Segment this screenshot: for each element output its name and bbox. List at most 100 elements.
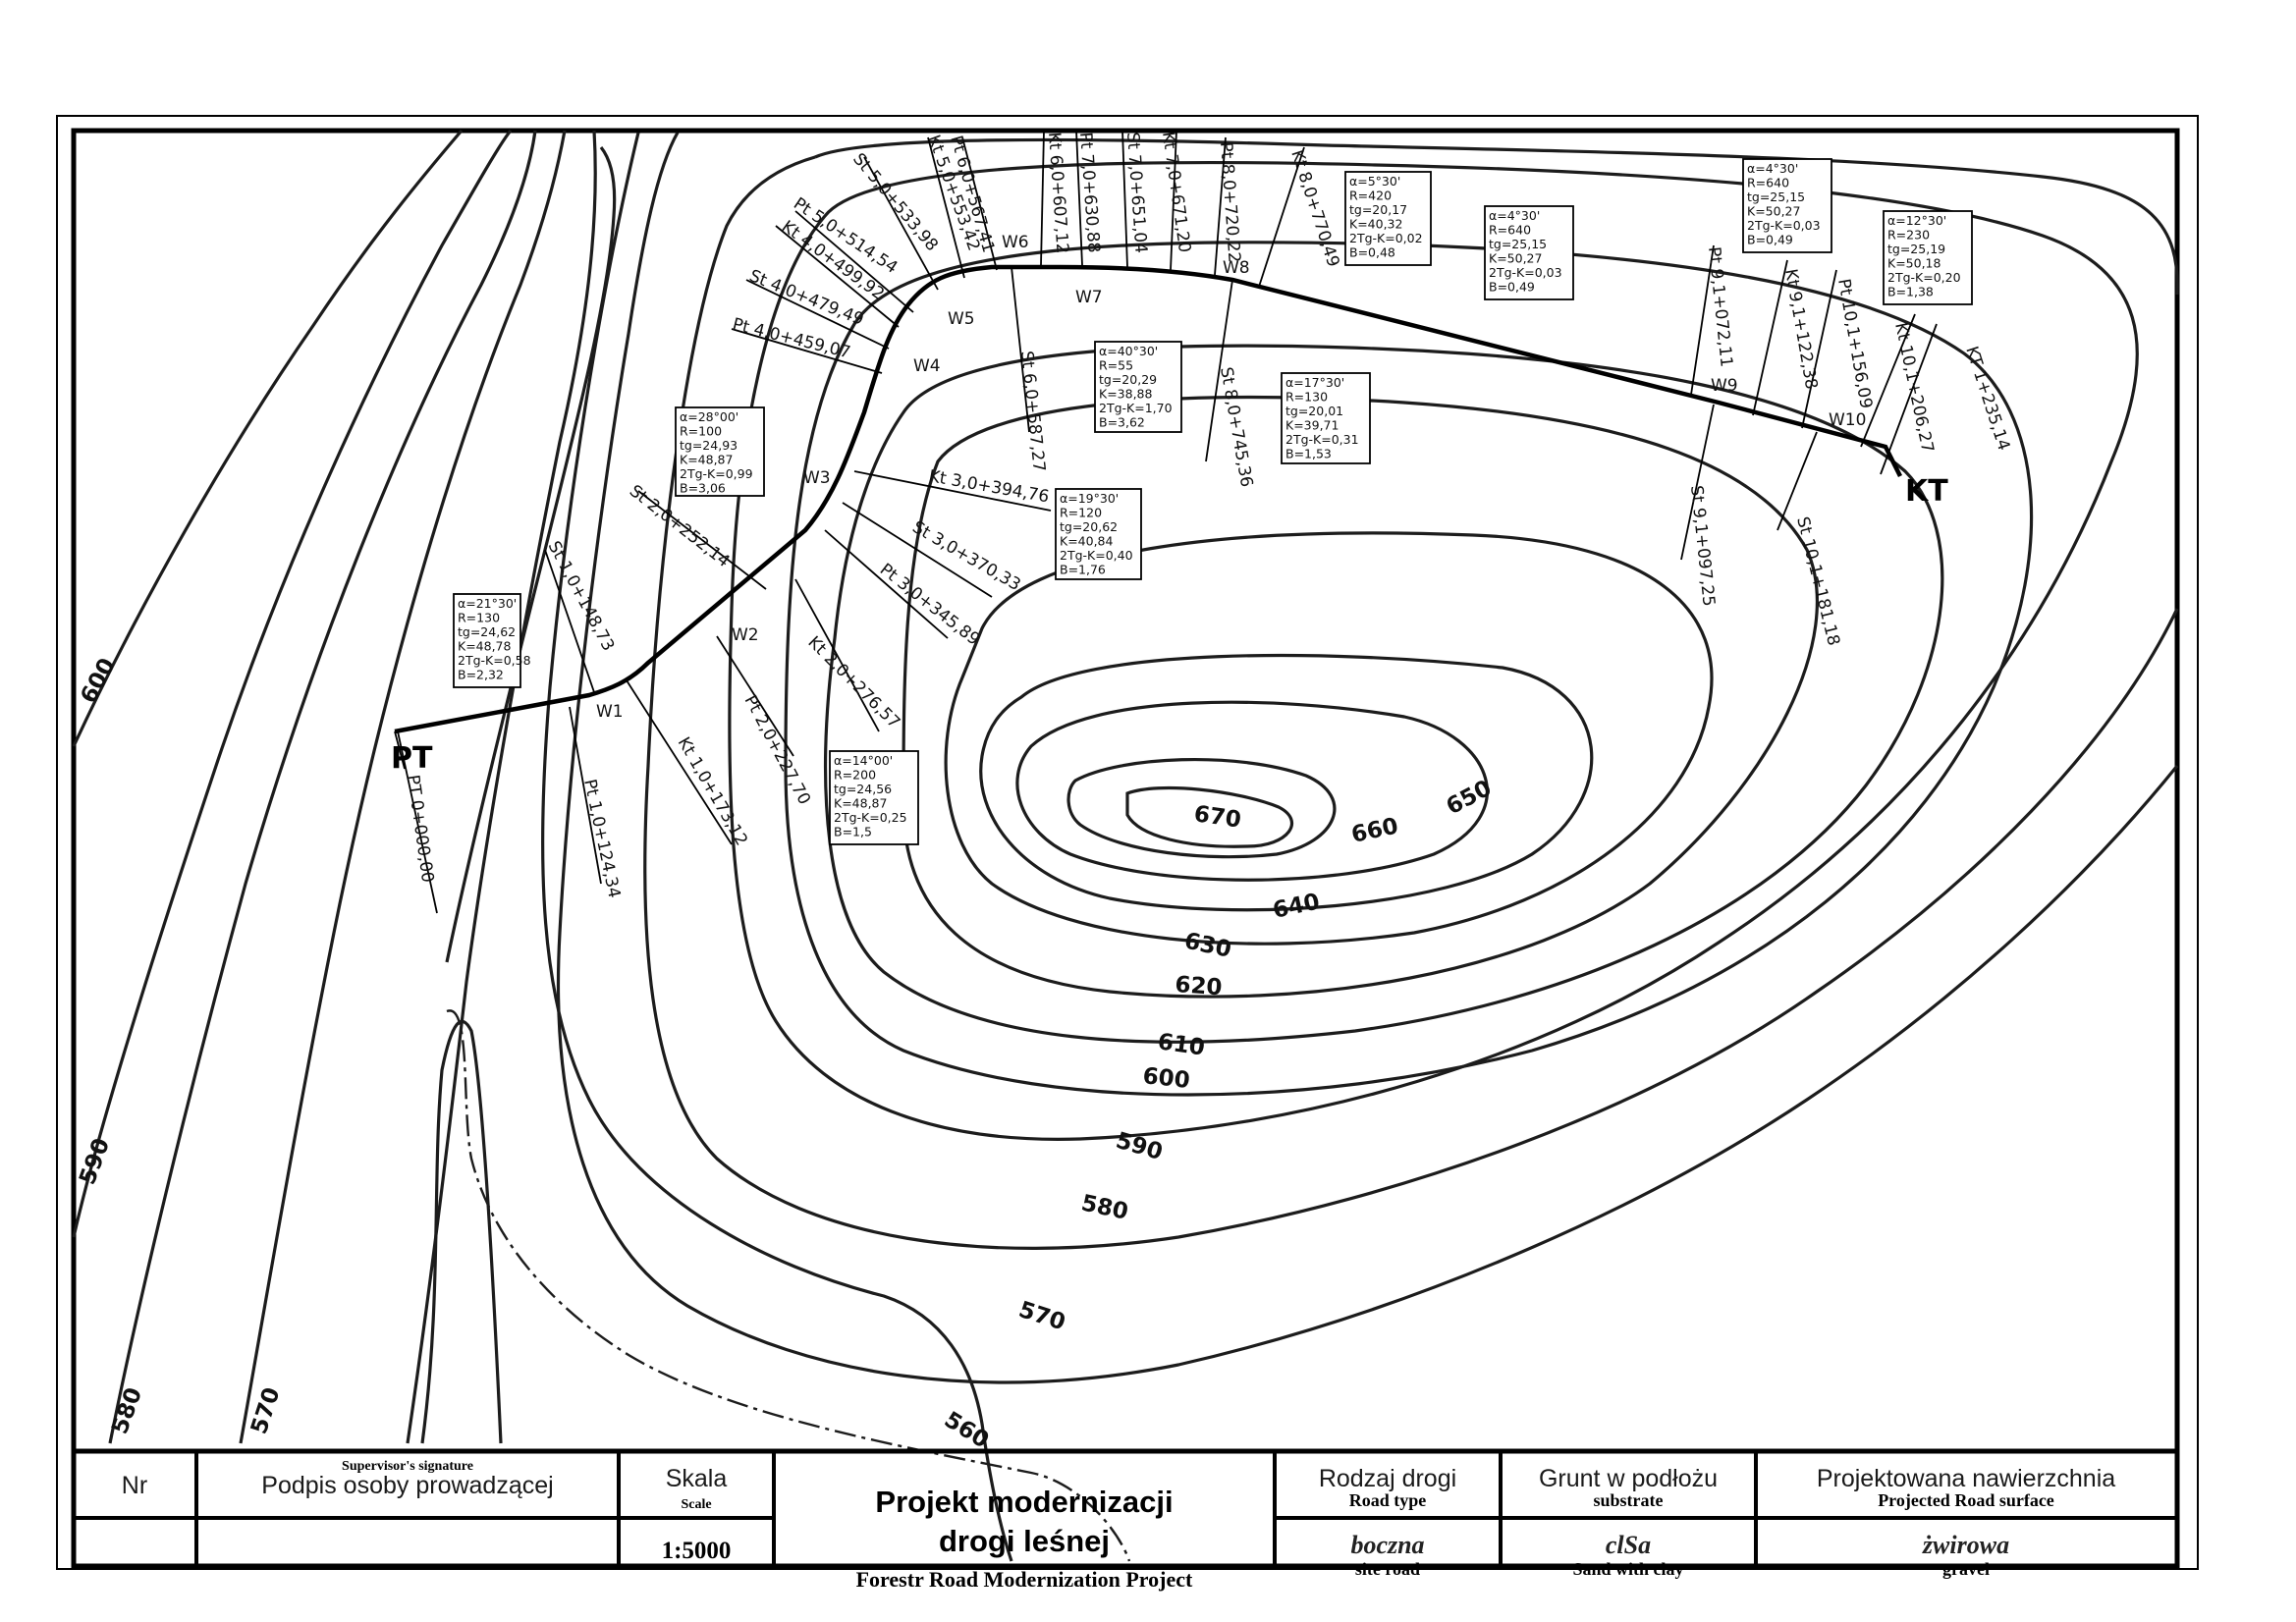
- scale-header: Skala: [666, 1465, 728, 1492]
- contour-580: [643, 137, 2179, 1251]
- contour-640: [979, 653, 1594, 912]
- curve-box-frame: [1094, 341, 1182, 433]
- curve-box-line: 2Tg-K=0,25: [834, 810, 907, 825]
- curve-box-line: 2Tg-K=0,03: [1747, 218, 1821, 233]
- curve-box-line: B=2,32: [458, 668, 504, 682]
- curve-box: α=14°00'R=200tg=24,56K=48,872Tg-K=0,25B=…: [829, 750, 919, 845]
- road-type-value: boczna: [1350, 1531, 1424, 1559]
- signature-sup: Supervisor's signature: [342, 1459, 473, 1474]
- valley-line-2: [420, 1019, 503, 1444]
- road-type-sub: Road type: [1349, 1490, 1427, 1510]
- curve-box-line: R=130: [1285, 390, 1328, 405]
- substrate-sub: substrate: [1594, 1490, 1664, 1510]
- vertex-label: W3: [803, 468, 831, 488]
- curve-box-line: K=50,27: [1747, 204, 1800, 219]
- curve-box-line: K=40,84: [1060, 534, 1114, 549]
- scale-sub: Scale: [681, 1497, 711, 1512]
- contour-label: 580: [107, 1384, 147, 1437]
- curve-box-line: R=230: [1887, 228, 1930, 243]
- inner-frame: [71, 128, 2180, 1569]
- curve-box: α=4°30'R=640tg=25,15K=50,272Tg-K=0,03B=0…: [1484, 205, 1574, 300]
- vertex-label: W4: [913, 356, 941, 376]
- curve-box-frame: [829, 750, 919, 845]
- curve-box-line: K=50,18: [1887, 256, 1941, 271]
- curve-parameter-boxes: α=21°30'R=130tg=24,62K=48,782Tg-K=0,58B=…: [453, 158, 1973, 845]
- vertex-label: W1: [596, 702, 624, 722]
- station-label: Pt 1,0+124,34: [579, 778, 624, 900]
- contour-label: 620: [1175, 972, 1224, 1000]
- curve-box-line: K=50,27: [1489, 251, 1542, 266]
- station-label: Kt 6,0+607,12: [1044, 132, 1072, 254]
- contour-580-left: [108, 130, 537, 1444]
- curve-box-line: R=100: [680, 424, 722, 439]
- curve-box-line: K=48,78: [458, 639, 512, 654]
- contour-590: [728, 160, 2139, 1141]
- station-label: Kt 1,0+173,12: [674, 734, 751, 849]
- curve-box: α=5°30'R=420tg=20,17K=40,322Tg-K=0,02B=0…: [1344, 171, 1432, 266]
- vertex-label: W10: [1829, 410, 1866, 430]
- curve-box-frame: [675, 406, 765, 497]
- station-label: Pt 9,1+072,11: [1704, 245, 1736, 368]
- curve-box-frame: [1281, 372, 1371, 464]
- valley-line-1: [406, 130, 597, 1444]
- contour-label: 660: [1349, 813, 1400, 847]
- vertex-labels: W1 W2 W3 W4 W5 W6 W7 W8 W9 W10: [596, 233, 1866, 722]
- curve-box-line: R=420: [1349, 189, 1392, 203]
- contour-660: [1066, 757, 1337, 859]
- curve-box-line: α=4°30': [1489, 208, 1540, 223]
- curve-box-frame: [1742, 158, 1832, 253]
- curve-box-line: 2Tg-K=0,02: [1349, 231, 1423, 245]
- station-label: Pt 10,1+156,09: [1833, 277, 1876, 409]
- contour-label: 610: [1156, 1029, 1206, 1060]
- curve-box-line: B=0,49: [1747, 233, 1793, 247]
- curve-box-line: K=40,32: [1349, 217, 1402, 232]
- curve-box-line: α=14°00': [834, 753, 893, 768]
- station-label: KT 1+235,14: [1961, 344, 2013, 453]
- curve-box-line: 2Tg-K=0,40: [1060, 548, 1133, 563]
- curve-box-line: K=48,87: [834, 796, 887, 811]
- vertex-label: W8: [1223, 258, 1250, 278]
- curve-box-line: α=19°30': [1060, 491, 1119, 506]
- curve-box-line: B=1,38: [1887, 285, 1934, 299]
- contour-570: [556, 132, 2179, 1384]
- contour-label: 640: [1271, 889, 1322, 923]
- station-label: Pt 3,0+345,89: [876, 560, 983, 650]
- curve-box: α=28°00'R=100tg=24,93K=48,872Tg-K=0,99B=…: [675, 406, 765, 497]
- curve-box: α=40°30'R=55tg=20,29K=38,882Tg-K=1,70B=3…: [1094, 341, 1182, 433]
- curve-box-line: 2Tg-K=0,20: [1887, 270, 1961, 285]
- station-label: St 9,1+097,25: [1686, 484, 1719, 607]
- curve-box-line: tg=20,62: [1060, 519, 1118, 534]
- curve-box-line: tg=20,29: [1099, 372, 1157, 387]
- curve-box-line: tg=20,17: [1349, 202, 1407, 217]
- station-label: Kt 7,0+671,20: [1158, 131, 1194, 254]
- curve-box-frame: [1055, 488, 1142, 580]
- curve-box-line: 2Tg-K=0,58: [458, 653, 531, 668]
- contour-label: 600: [1141, 1063, 1190, 1094]
- vertex-label: W6: [1002, 233, 1029, 252]
- station-label: Pt 7,0+630,88: [1075, 132, 1104, 253]
- curve-box-line: α=28°00': [680, 409, 738, 424]
- curve-box-frame: [1484, 205, 1574, 300]
- title-en: Forestr Road Modernization Project: [856, 1567, 1193, 1592]
- curve-box-line: α=40°30': [1099, 344, 1158, 358]
- curve-box-line: B=3,62: [1099, 415, 1145, 430]
- station-label: St 6,0+587,27: [1016, 350, 1049, 472]
- curve-box-line: α=5°30': [1349, 174, 1400, 189]
- curve-box-line: R=55: [1099, 358, 1133, 373]
- curve-box-line: R=120: [1060, 506, 1102, 520]
- curve-box-line: B=1,53: [1285, 447, 1332, 461]
- curve-box-line: B=0,48: [1349, 245, 1395, 260]
- contour-600-left: [72, 129, 464, 747]
- vertex-label: W2: [732, 625, 759, 645]
- contour-570-left: [239, 130, 567, 1444]
- road-alignment: [394, 264, 1903, 734]
- curve-box-line: B=1,76: [1060, 563, 1106, 577]
- curve-box-line: tg=24,93: [680, 438, 738, 453]
- curve-box-line: B=0,49: [1489, 280, 1535, 295]
- curve-box-frame: [1883, 210, 1973, 305]
- station-label: Kt 8,0+770,49: [1286, 147, 1342, 269]
- start-label: PT: [391, 741, 433, 776]
- valley-line-3: [445, 146, 617, 963]
- contour-630: [944, 531, 1714, 946]
- surface-header: Projektowana nawierzchnia: [1817, 1465, 2115, 1492]
